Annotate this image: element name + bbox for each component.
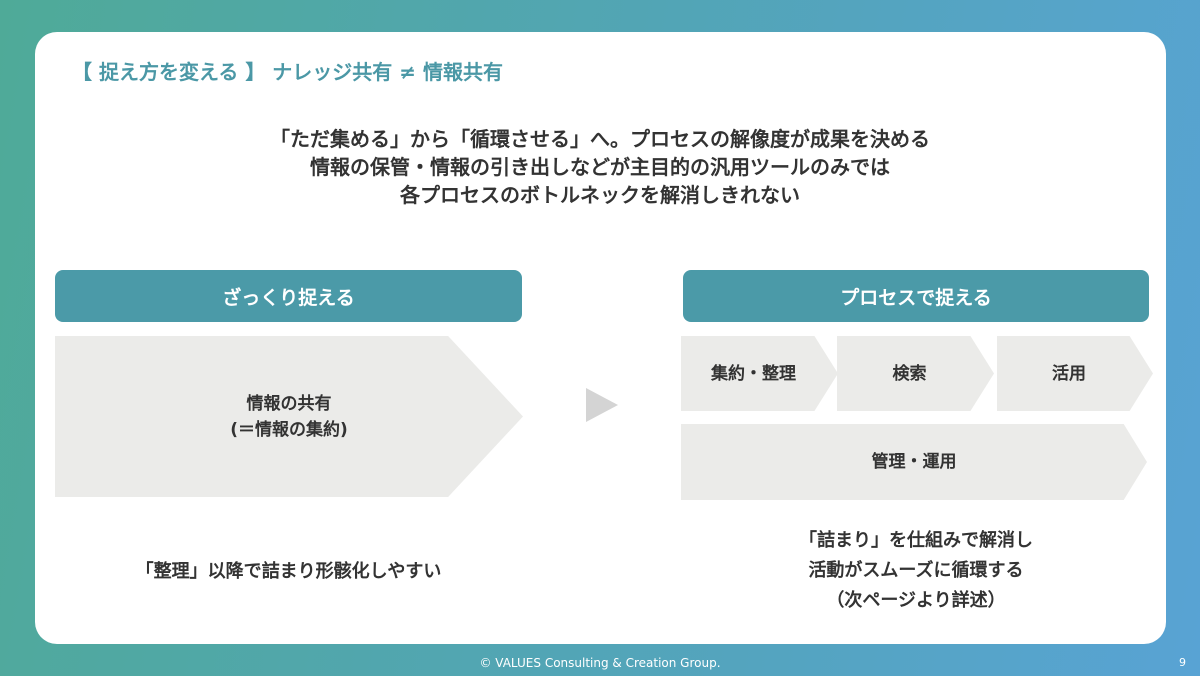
box-line: (＝情報の集約) <box>230 419 348 440</box>
step-chevron: 検索 <box>837 336 994 411</box>
slide-title: 【 捉え方を変える 】 ナレッジ共有 ≠ 情報共有 <box>72 60 503 84</box>
lead-line: 各プロセスのボトルネックを解消しきれない <box>400 183 800 207</box>
right-note: 「詰まり」を仕組みで解消し 活動がスムーズに循環する （次ページより詳述） <box>683 526 1149 616</box>
step-chevron: 活用 <box>997 336 1153 411</box>
lead-text: 「ただ集める」から「循環させる」へ。プロセスの解像度が成果を決める 情報の保管・… <box>0 125 1200 209</box>
arrow-right-icon <box>586 388 618 422</box>
box-line: 情報の共有 <box>246 393 332 414</box>
left-chevron: 情報の共有 (＝情報の集約) <box>55 336 523 497</box>
note-line: 「詰まり」を仕組みで解消し <box>799 530 1033 551</box>
management-chevron: 管理・運用 <box>681 424 1147 500</box>
page-number: 9 <box>1179 656 1186 669</box>
left-header: ざっくり捉える <box>55 270 522 322</box>
step-chevron: 集約・整理 <box>681 336 838 411</box>
right-header: プロセスで捉える <box>683 270 1149 322</box>
lead-line: 情報の保管・情報の引き出しなどが主目的の汎用ツールのみでは <box>310 155 890 179</box>
copyright: © VALUES Consulting & Creation Group. <box>479 656 721 670</box>
left-note: 「整理」以降で詰まり形骸化しやすい <box>135 561 442 582</box>
lead-line: 「ただ集める」から「循環させる」へ。プロセスの解像度が成果を決める <box>270 127 930 151</box>
note-line: （次ページより詳述） <box>826 590 1006 611</box>
note-line: 活動がスムーズに循環する <box>808 560 1024 581</box>
